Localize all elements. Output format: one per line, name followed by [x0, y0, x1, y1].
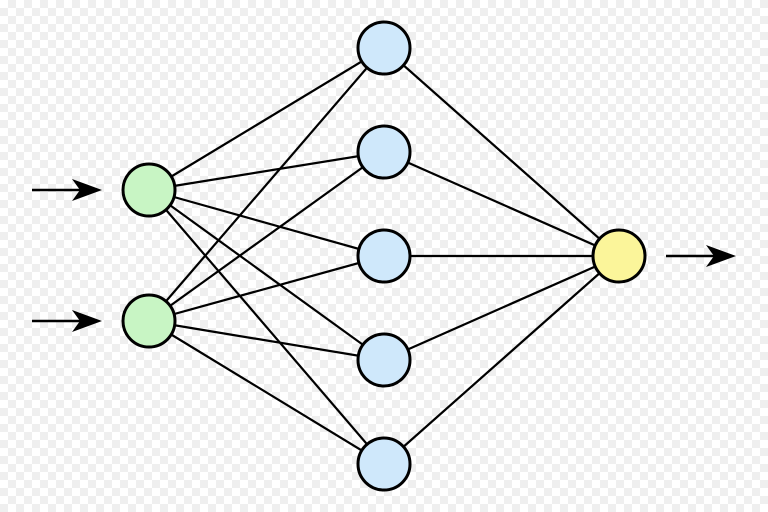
edge-input-1-to-hidden-5 — [148, 189, 385, 465]
hidden-node-2 — [356, 124, 412, 180]
edge-input-1-to-hidden-3 — [148, 188, 385, 258]
edge-hidden-1-to-output-1 — [383, 47, 620, 257]
edge-input-2-to-hidden-4 — [148, 319, 385, 362]
nodes — [121, 20, 647, 492]
connections — [148, 47, 620, 465]
edge-hidden-2-to-output-1 — [383, 150, 620, 258]
input-node-2 — [121, 293, 177, 349]
hidden-node-3 — [356, 228, 412, 284]
input-arrow-2-head — [72, 310, 102, 332]
output-arrow-1 — [666, 245, 736, 267]
edge-input-2-to-hidden-5 — [148, 320, 385, 465]
hidden-node-1 — [356, 20, 412, 76]
edge-hidden-4-to-output-1 — [383, 254, 620, 362]
hidden-node-4 — [356, 332, 412, 388]
edge-input-2-to-hidden-1 — [148, 47, 385, 322]
arrows — [32, 179, 736, 332]
edge-input-2-to-hidden-2 — [148, 151, 385, 322]
input-node-1 — [121, 162, 177, 218]
output-node-1 — [591, 228, 647, 284]
input-arrow-1-head — [72, 179, 102, 201]
edge-input-1-to-hidden-4 — [148, 189, 385, 361]
output-arrow-1-head — [706, 245, 736, 267]
edge-input-1-to-hidden-2 — [148, 150, 385, 192]
hidden-node-5 — [356, 436, 412, 492]
input-arrow-1 — [32, 179, 102, 201]
input-arrow-2 — [32, 310, 102, 332]
edge-hidden-5-to-output-1 — [383, 255, 620, 465]
edge-input-1-to-hidden-1 — [148, 47, 385, 191]
edge-input-2-to-hidden-3 — [148, 254, 385, 323]
